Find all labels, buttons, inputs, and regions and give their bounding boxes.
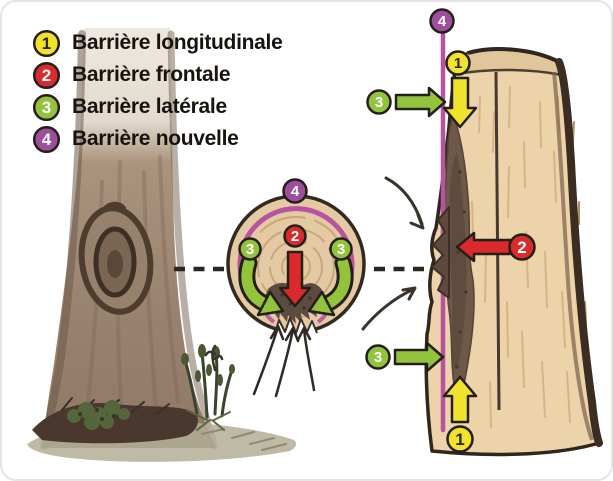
longitudinal-barrier-arrow-up (442, 375, 478, 424)
svg-text:3: 3 (374, 349, 382, 366)
left-tree-illustration (27, 28, 297, 462)
badge-4-icon: 4 (32, 125, 61, 153)
badge-longitudinale-lower: 1 (446, 425, 474, 453)
svg-text:4: 4 (438, 13, 447, 30)
svg-text:3: 3 (246, 241, 254, 258)
svg-text:1: 1 (42, 34, 51, 53)
svg-text:2: 2 (517, 238, 526, 257)
wound-pointer-arrows (361, 176, 425, 331)
svg-text:4: 4 (42, 130, 52, 149)
svg-text:4: 4 (291, 183, 300, 200)
longitudinal-barrier-arrow-down (442, 76, 478, 129)
svg-text:2: 2 (291, 228, 299, 245)
infection-entry-arrows (252, 324, 316, 398)
badge-laterale-right-cross-section: 3 (329, 237, 353, 261)
legend: 1 Barrière longitudinale 2 Barrière fron… (32, 29, 283, 157)
trunk-top-surface (456, 49, 562, 75)
badge-laterale-upper: 3 (366, 89, 392, 115)
badge-2-icon: 2 (32, 61, 61, 89)
badge-longitudinale-upper: 1 (445, 50, 471, 76)
svg-text:1: 1 (455, 430, 464, 449)
barrier-nouvelle-arc (237, 206, 355, 300)
badge-laterale-lower: 3 (365, 344, 391, 370)
badge-1-icon: 1 (32, 29, 61, 57)
twig-doodle (204, 344, 224, 372)
legend-label-nouvelle: Barrière nouvelle (72, 127, 239, 150)
svg-text:3: 3 (375, 94, 383, 111)
svg-text:1: 1 (454, 55, 462, 72)
badge-nouvelle-trunk: 4 (429, 8, 455, 34)
legend-item-longitudinale: 1 Barrière longitudinale (32, 29, 283, 57)
central-crack-line (494, 71, 501, 411)
svg-text:2: 2 (42, 66, 51, 85)
badge-frontale-cross-section: 2 (283, 224, 307, 248)
cross-section-illustration: 4 2 3 3 (204, 178, 366, 398)
tree-knot (78, 201, 154, 315)
svg-text:3: 3 (337, 241, 345, 258)
frontal-barrier-arrow-left (455, 231, 512, 263)
svg-text:3: 3 (42, 98, 51, 117)
legend-label-longitudinale: Barrière longitudinale (72, 31, 283, 54)
legend-label-laterale: Barrière latérale (72, 95, 227, 118)
lateral-barrier-curved-arrow-right (307, 254, 354, 317)
legend-item-laterale: 3 Barrière latérale (32, 93, 282, 121)
open-wound-notch (431, 206, 450, 299)
badge-laterale-left-cross-section: 3 (238, 237, 262, 261)
badge-nouvelle-cross-section: 4 (282, 178, 308, 204)
badge-frontale-trunk: 2 (508, 233, 536, 261)
badge-3-icon: 3 (32, 93, 61, 121)
lateral-barrier-curved-arrow-left (238, 254, 285, 317)
lateral-barrier-arrow-upper (394, 86, 447, 118)
bark-edge (552, 58, 603, 447)
bush-left (67, 400, 130, 430)
decay-column (443, 115, 475, 396)
legend-item-nouvelle: 4 Barrière nouvelle (32, 125, 282, 153)
legend-label-frontale: Barrière frontale (72, 63, 231, 86)
lateral-barrier-arrow-lower (393, 341, 445, 373)
frontal-barrier-arrow-down (278, 250, 312, 308)
legend-item-frontale: 2 Barrière frontale (32, 61, 282, 89)
